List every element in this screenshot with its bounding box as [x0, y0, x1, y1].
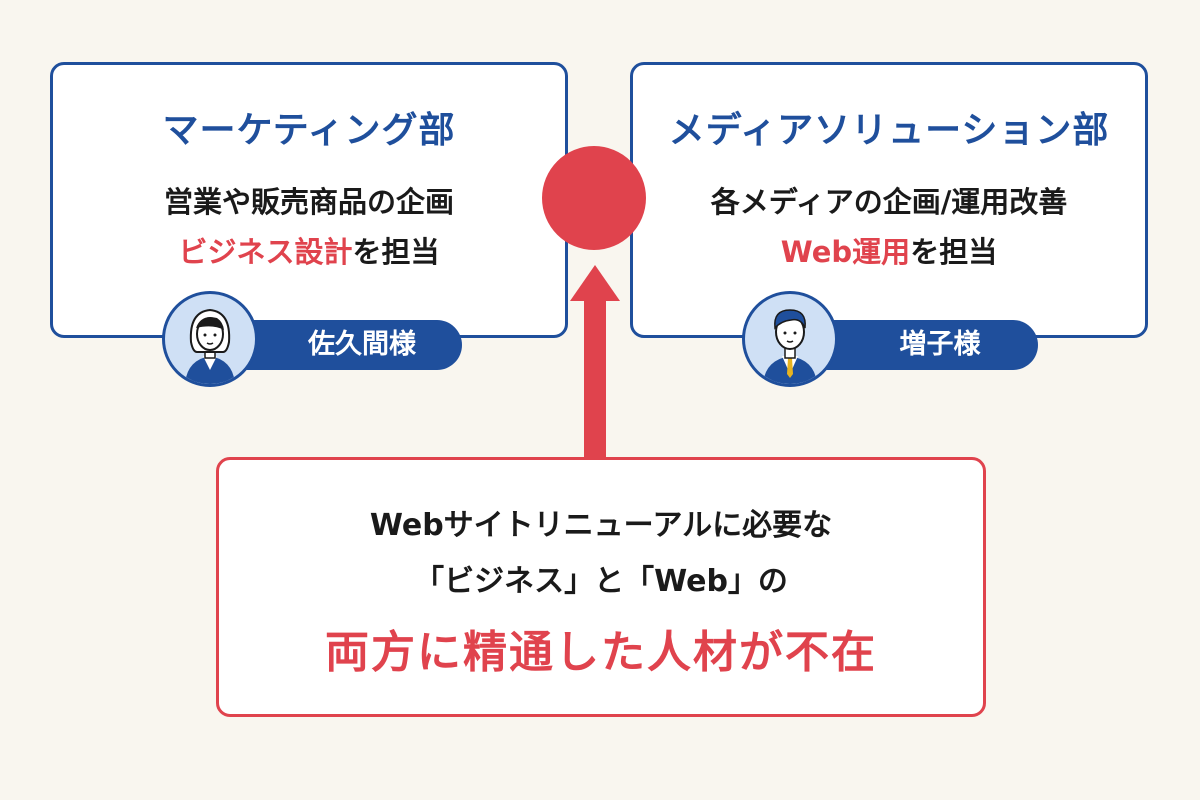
marketing-dept-card: マーケティング部 営業や販売商品の企画 ビジネス設計を担当 — [50, 62, 568, 338]
male-avatar-icon — [742, 291, 838, 387]
marketing-desc-line1: 営業や販売商品の企画 — [163, 185, 454, 219]
marketing-desc-rest: を担当 — [352, 235, 440, 269]
center-circle-marker — [542, 146, 646, 250]
arrow-up-icon — [570, 265, 620, 460]
problem-statement-box: Webサイトリニューアルに必要な 「ビジネス」と「Web」の 両方に精通した人材… — [216, 457, 986, 717]
media-solution-dept-title: メディアソリューション部 — [668, 110, 1110, 151]
marketing-person: 佐久間様 — [162, 291, 462, 387]
media-desc-line2: Web運用を担当 — [633, 227, 1145, 277]
media-desc-highlight: Web運用 — [780, 235, 911, 269]
media-solution-dept-card: メディアソリューション部 各メディアの企画/運用改善 Web運用を担当 — [630, 62, 1148, 338]
media-desc-rest: を担当 — [910, 235, 998, 269]
marketing-person-name: 佐久間様 — [222, 320, 462, 370]
problem-line2: 「ビジネス」と「Web」の — [414, 564, 788, 599]
female-avatar-icon — [162, 291, 258, 387]
media-person: 増子様 — [742, 291, 1038, 387]
marketing-dept-description: 営業や販売商品の企画 ビジネス設計を担当 — [53, 177, 565, 277]
problem-line1: Webサイトリニューアルに必要な — [369, 508, 833, 543]
media-person-name: 増子様 — [802, 320, 1038, 370]
media-solution-dept-description: 各メディアの企画/運用改善 Web運用を担当 — [633, 177, 1145, 277]
media-desc-line1: 各メディアの企画/運用改善 — [710, 185, 1068, 219]
marketing-desc-highlight: ビジネス設計 — [178, 235, 353, 269]
marketing-desc-line2: ビジネス設計を担当 — [53, 227, 565, 277]
marketing-dept-title: マーケティング部 — [162, 110, 456, 151]
problem-headline: 両方に精通した人材が不在 — [325, 627, 877, 678]
